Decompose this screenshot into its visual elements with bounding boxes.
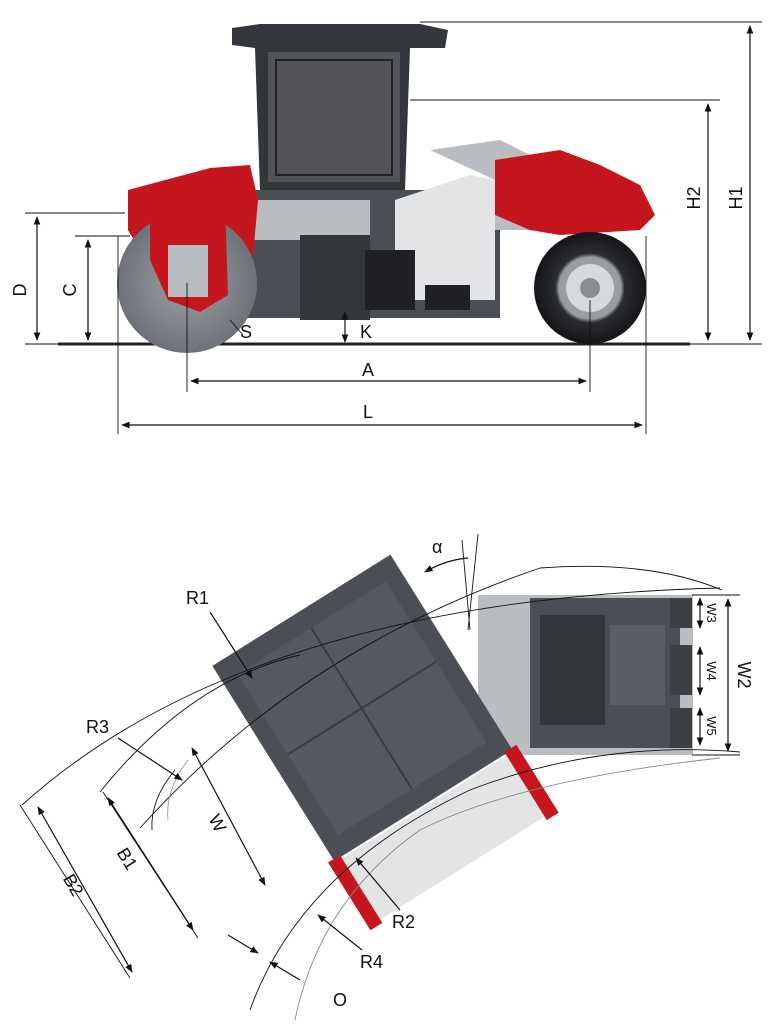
label-s: S [240,322,252,342]
side-view-machine [58,24,690,353]
label-b1: B1 [113,844,142,873]
label-w: W [204,811,230,835]
label-a: A [362,360,374,380]
label-h1: H1 [726,186,746,209]
top-view-dimensions [19,533,741,1021]
label-r1: R1 [186,588,209,608]
leader-r4 [317,914,363,951]
arc-r2 [249,749,741,1011]
leader-r2 [355,857,401,911]
top-front-drum [336,752,549,923]
label-d: D [10,284,30,297]
label-c: C [60,284,80,297]
label-w3: W3 [704,603,719,623]
label-o: O [333,990,347,1010]
dim-alpha [424,557,469,573]
label-b2: B2 [59,870,87,899]
rear-frame [495,150,655,235]
dim-s-leader [229,319,244,336]
dim-o [269,961,301,981]
side-view-dimensions [25,21,762,434]
arc-r4 [294,757,721,1021]
label-r2: R2 [392,912,415,932]
label-w5: W5 [704,716,719,736]
label-h2: H2 [684,186,704,209]
label-r4: R4 [360,952,383,972]
label-k: K [360,322,372,342]
engine-hood [395,175,495,300]
top-view-machine [212,554,693,931]
dim-b2 [37,806,133,973]
leader-r3 [117,737,183,781]
arc-r1 [21,587,721,806]
label-l: L [363,402,373,422]
label-alpha: α [432,537,442,557]
leader-r1 [209,611,253,679]
label-r3: R3 [86,717,109,737]
arc-top [139,565,723,829]
label-w2: W2 [734,662,754,689]
label-w4: W4 [704,661,719,681]
dim-w [191,747,266,886]
